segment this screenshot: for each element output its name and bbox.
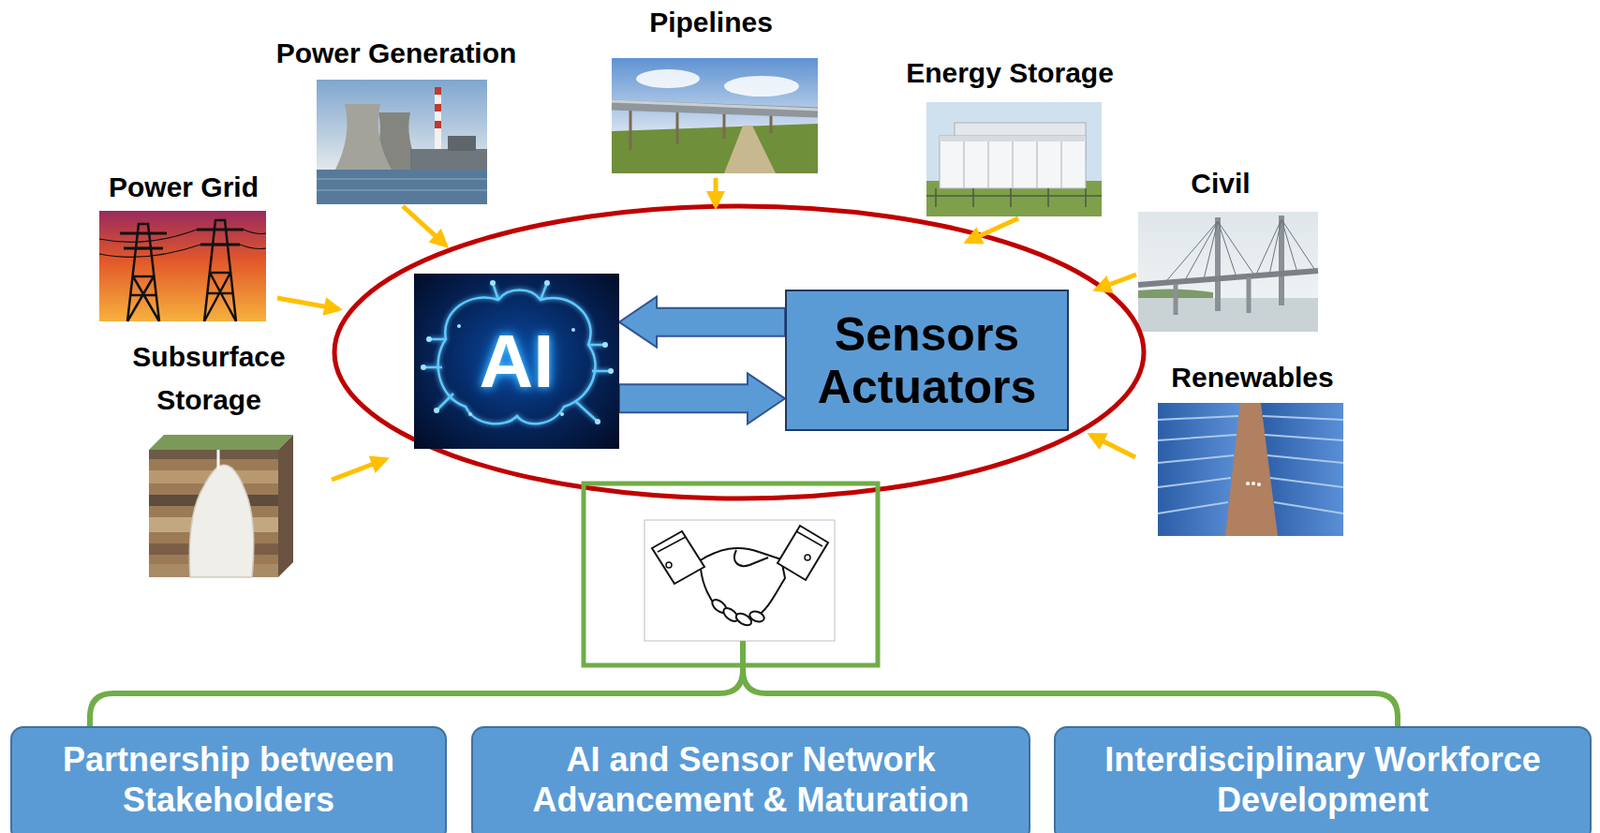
bridge-photo: [1138, 211, 1319, 332]
feed-arrows: [277, 177, 1137, 480]
ai-brain-box: AI: [414, 273, 620, 449]
sector-label: Subsurface Storage: [101, 335, 317, 422]
node-text: AI: [479, 324, 555, 400]
focus-area-band: Interdisciplinary Workforce Development: [1053, 725, 1592, 833]
node-text: Sensors Actuators: [796, 308, 1058, 414]
node-text: AI and Sensor Network Advancement & Matu…: [484, 739, 1018, 820]
sector-label: Power Generation: [246, 31, 547, 75]
block-arrow: [619, 372, 786, 424]
partnership-frame: [583, 483, 878, 666]
block-arrow: [619, 296, 786, 348]
green-bracket: [89, 640, 1398, 736]
focus-area-band: AI and Sensor Network Advancement & Matu…: [471, 725, 1031, 833]
power-plant-photo: [316, 79, 488, 205]
sensor-actuator-box: Sensors Actuators: [785, 289, 1069, 431]
battery-storage-photo: [926, 102, 1102, 217]
sector-label: Civil: [1155, 162, 1287, 206]
integration-ellipse: [334, 206, 1144, 499]
pipeline-photo: [611, 58, 818, 174]
handshake-icon: [644, 519, 835, 641]
sector-label: Energy Storage: [874, 51, 1146, 95]
sector-label: Renewables: [1140, 355, 1365, 400]
power-grid-photo: [99, 210, 267, 322]
node-text: Interdisciplinary Workforce Development: [1066, 739, 1579, 820]
focus-area-band: Partnership between Stakeholders: [10, 725, 447, 833]
solar-field-photo: [1157, 402, 1344, 536]
sector-label: Pipelines: [617, 0, 805, 45]
sector-label: Power Grid: [80, 165, 287, 209]
node-text: Partnership between Stakeholders: [23, 739, 434, 820]
salt-cavern-illustration: [137, 421, 299, 584]
